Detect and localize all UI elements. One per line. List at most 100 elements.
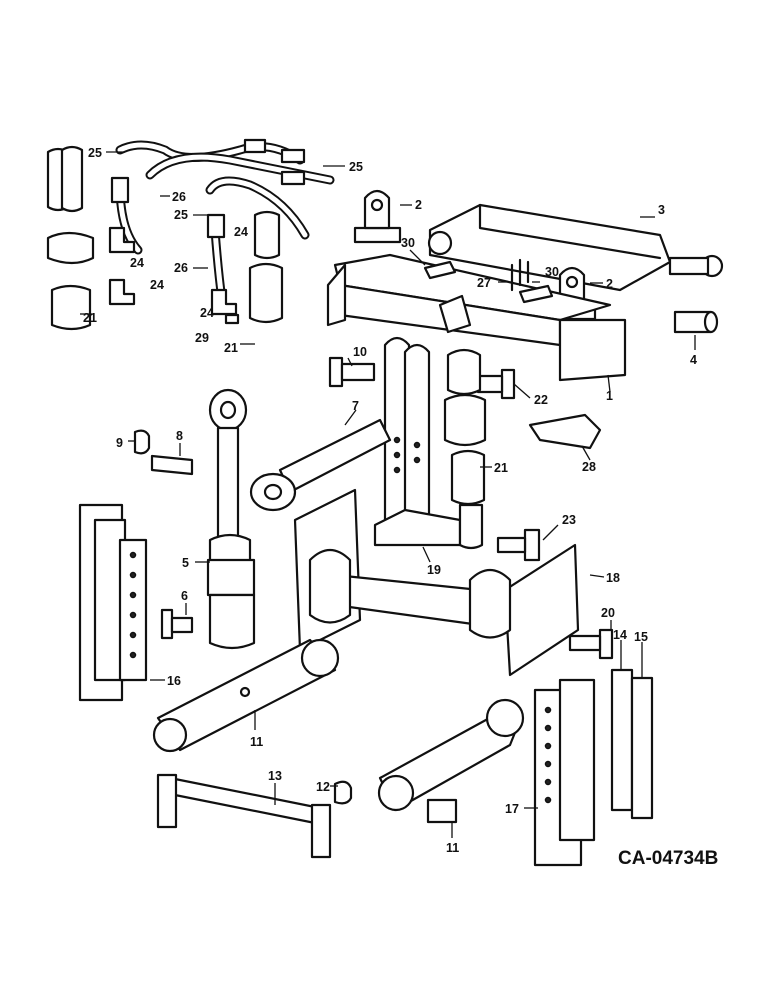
callout-labels: 25 25 25 26 26 24 24 24 24 29 21 21 2 3 … [83,146,697,855]
elbow-fitting-3 [210,288,238,316]
cylinder-stub-right [253,210,281,260]
callout-23: 23 [562,513,576,527]
drawbar-14 [168,776,322,826]
callout-12: 11 [446,841,459,855]
callout-1: 1 [606,389,613,403]
hose-fitting-3 [243,138,267,154]
clip-30-right [518,284,554,304]
clip-30-left [423,260,457,280]
cylinder-21-body [443,393,487,447]
frame-1-gusset [438,294,472,334]
lower-link-11-eye-a [152,717,188,753]
lower-link-group [78,503,654,867]
callout-17: 16 [167,674,181,688]
lower-link-right-eye-b [485,698,525,738]
drawbar-14-right-end [310,803,332,859]
callout-16: 15 [634,630,648,644]
callout-25: 25 [88,146,102,160]
callout-26: 26 [172,190,186,204]
clip-13 [333,780,353,805]
lift-assembly [133,336,614,677]
cylinder-body-right [248,262,284,324]
lift-link-5-rod [216,426,240,540]
callout-6: 6 [181,589,188,603]
callout-5: 5 [182,556,189,570]
callout-20: 20 [601,606,615,620]
callout-21: 21 [83,311,97,325]
callout-24: 24 [150,278,164,292]
callout-4: 4 [690,353,697,367]
pin-23 [496,536,527,554]
cylinder-body-left [50,284,92,331]
callout-14: 13 [268,769,282,783]
callout-2: 2 [415,198,422,212]
callout-24: 24 [234,225,248,239]
plate-15 [610,668,634,812]
pin-6 [170,616,194,634]
cylinder-21-clevis [446,348,482,396]
leader-lines [80,151,696,838]
top-link-7 [278,418,392,494]
lower-link-11-hole [239,686,251,698]
drawbar-14-left-end [156,773,178,829]
callout-19: 19 [427,563,441,577]
callout-18: 18 [606,571,620,585]
rockshaft-3-right-journal [668,256,710,276]
top-link-7-hole [263,483,283,501]
callout-24: 24 [200,306,214,320]
plate-18-right [503,543,580,677]
bracket-2-base [353,226,402,244]
hose-fitting-2 [206,213,226,239]
rockshaft-assembly [326,189,724,382]
hose-fitting-5 [280,170,306,186]
stabilizer-17-left-bar [118,538,148,682]
rockshaft-3-edge [478,203,662,260]
callout-21: 21 [494,461,508,475]
callout-2: 2 [606,277,613,291]
elbow-fitting-2 [108,278,136,306]
stabilizer-17-right-inner [558,678,596,842]
cylinder-stub-top-left-b [60,145,84,213]
bracket-2b-hole [565,275,579,289]
lower-link-11-eye-b [300,638,340,678]
crossbar-18-left-hub [308,548,352,624]
rockshaft-3-left-end [427,230,453,256]
pin-8 [150,454,194,476]
pin-23-plate [523,528,541,562]
callout-25: 25 [174,208,188,222]
block-12 [426,798,458,824]
pin-10-plate [328,356,344,388]
hydraulic-hose-group [46,138,335,331]
lower-link-right-eye-a [377,774,415,812]
lift-link-5-sleeve [206,558,256,597]
clip-27 [510,258,530,292]
callout-17: 17 [505,802,519,816]
callout-29: 29 [195,331,209,345]
cylinder-collar-left [46,231,95,265]
callout-26: 26 [174,261,188,275]
elbow-fitting-1 [108,226,136,254]
callout-30: 30 [401,236,415,250]
callout-21: 21 [224,341,238,355]
callout-3: 3 [658,203,665,217]
bracket-2-hole [370,198,384,212]
callout-9: 9 [116,436,123,450]
pin-22-plate [500,368,516,400]
pin-6-plate [160,608,174,640]
pin-20-plate [598,628,614,660]
callout-8: 8 [176,429,183,443]
hose-fitting-4 [280,148,306,164]
bushing-4-end [703,310,719,334]
clip-9 [133,429,151,455]
callout-15: 14 [613,628,627,642]
lift-arm-19-right [403,343,431,524]
callout-30: 30 [545,265,559,279]
callout-28: 28 [582,460,596,474]
plug-29 [224,313,240,325]
frame-1-leftplate [326,263,347,327]
plate-16 [630,676,654,820]
pin-20 [568,634,602,652]
callout-27: 27 [477,276,491,290]
